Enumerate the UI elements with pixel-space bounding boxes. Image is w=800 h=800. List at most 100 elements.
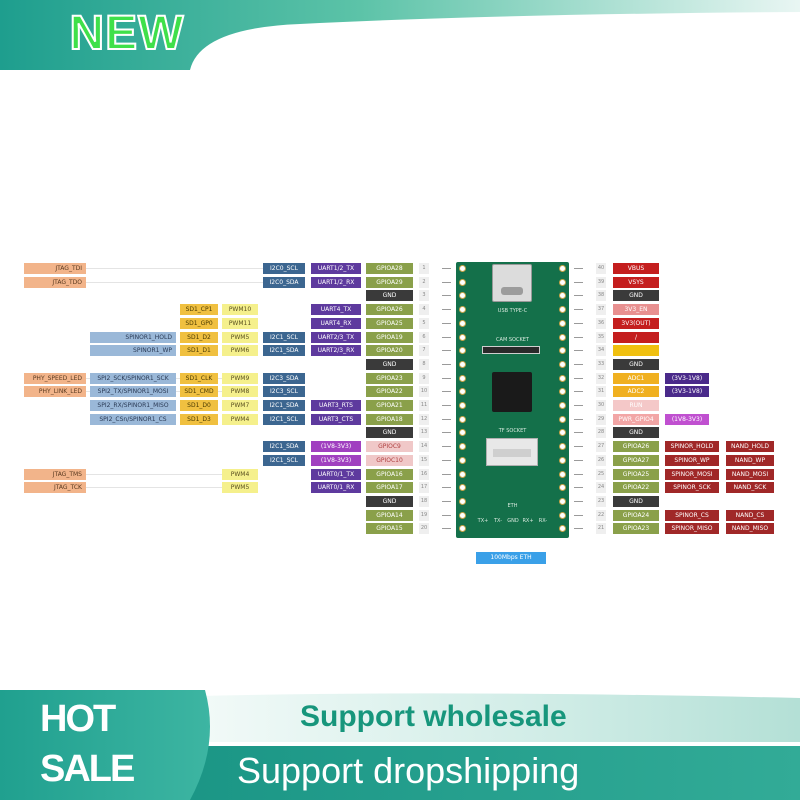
pin-hole — [459, 374, 466, 382]
new-badge: NEW — [69, 6, 185, 61]
pin-tick — [574, 322, 583, 324]
gpio-pin-label: GPIOA25 — [366, 317, 413, 329]
pin-hole — [559, 292, 566, 300]
right-pin-label: GPIOA25 — [613, 468, 659, 480]
pin-tick — [442, 418, 451, 420]
pin-hole — [559, 278, 566, 286]
hot-label: HOT — [40, 698, 116, 740]
pin-tick — [574, 528, 583, 530]
nand-function-label: NAND_CS — [726, 509, 774, 521]
i2c-function-label: I2C1_SDA — [263, 400, 305, 411]
pin-number: 16 — [419, 468, 429, 480]
pin-number: 13 — [419, 427, 429, 439]
right-pin-label: ADC2 — [613, 386, 659, 398]
pin-number: 1 — [419, 263, 429, 274]
pin-tick — [442, 500, 451, 502]
right-pin-label: RUN — [613, 400, 659, 411]
right-pin-label: ADC1 — [613, 372, 659, 384]
nand-function-label: NAND_HOLD — [726, 441, 774, 453]
pin-number: 2 — [419, 276, 429, 288]
pin-number: 33 — [596, 358, 606, 370]
dropshipping-text: Support dropshipping — [237, 750, 580, 791]
pin-tick — [574, 391, 583, 393]
pin-tick — [442, 363, 451, 365]
pin-hole — [459, 402, 466, 409]
pin-hole — [459, 470, 466, 478]
spinor-function-label: SPINOR_HOLD — [665, 441, 719, 453]
pin-tick — [442, 268, 451, 269]
i2c-function-label: I2C0_SCL — [263, 263, 305, 274]
pin-number: 4 — [419, 304, 429, 316]
pin-tick — [574, 487, 583, 489]
pin-tick — [442, 459, 451, 461]
eth-label: ETH — [507, 503, 518, 509]
pin-number: 6 — [419, 331, 429, 343]
board: USB TYPE-C CAM SOCKET TF SOCKET ETH TX+T… — [456, 262, 569, 538]
pin-hole — [559, 347, 566, 355]
sd-function-label: SD1_CMD — [180, 386, 218, 398]
right-pin-label: GND — [613, 495, 659, 507]
sd-function-label: SD1_GP0 — [180, 317, 218, 329]
pin-tick — [574, 405, 583, 406]
pin-number: 3 — [419, 290, 429, 302]
nand-function-label: NAND_MOSI — [726, 468, 774, 480]
pin-hole — [559, 360, 566, 368]
soc-chip — [492, 372, 532, 412]
right-pin-label: GPIOA22 — [613, 482, 659, 494]
spi-function-label: SPINOR1_HOLD — [90, 331, 176, 343]
pin-number: 23 — [596, 495, 606, 507]
right-pin-label: GND — [613, 427, 659, 439]
right-pin-label: GND — [613, 290, 659, 302]
pwm-function-label: PWM6 — [222, 345, 258, 357]
gpio-pin-label: GPIOA21 — [366, 400, 413, 411]
gpio-pin-label: GPIOA16 — [366, 468, 413, 480]
gpio-pin-label: GPIOA26 — [366, 304, 413, 316]
pin-tick — [442, 514, 451, 516]
voltage-range-label: (1V8-3V3) — [311, 454, 361, 466]
pin-tick — [574, 350, 583, 352]
pin-number: 12 — [419, 413, 429, 425]
gnd-pin-label: GND — [366, 495, 413, 507]
spi-function-label: SPI2_RX/SPINOR1_MISO — [90, 400, 176, 411]
pin-number: 31 — [596, 386, 606, 398]
tf-label: TF SOCKET — [498, 428, 527, 434]
uart-function-label: UART0/1_RX — [311, 482, 361, 494]
pin-hole — [559, 333, 566, 341]
bottom-banner — [0, 690, 800, 800]
pin-number: 32 — [596, 372, 606, 384]
pin-hole — [459, 525, 466, 533]
pin-tick — [574, 500, 583, 502]
uart-function-label: UART1/2_TX — [311, 263, 361, 274]
gpio-pin-label: GPIOA15 — [366, 523, 413, 535]
spinor-function-label: SPINOR_MOSI — [665, 468, 719, 480]
pin-number: 17 — [419, 482, 429, 494]
pin-hole — [559, 319, 566, 327]
uart-function-label: UART2/3_TX — [311, 331, 361, 343]
tf-socket — [486, 438, 538, 466]
sd-function-label: SD1_CLK — [180, 372, 218, 384]
eth-badge: 100Mbps ETH — [476, 552, 546, 564]
pin-number: 21 — [596, 523, 606, 535]
cam-label: CAM SOCKET — [496, 337, 529, 343]
pin-number: 40 — [596, 263, 606, 274]
gnd-pin-label: GND — [366, 427, 413, 439]
pin-number: 18 — [419, 495, 429, 507]
i2c-function-label: I2C1_SDA — [263, 345, 305, 357]
pin-number: 36 — [596, 317, 606, 329]
right-pin-label: GPIOA24 — [613, 509, 659, 521]
pin-hole — [559, 456, 566, 464]
gpio-pin-label: GPIOA17 — [366, 482, 413, 494]
pin-tick — [574, 446, 583, 448]
pin-hole — [459, 306, 466, 314]
pin-hole — [559, 415, 566, 423]
pwm-function-label: PWM4 — [222, 413, 258, 425]
right-pin-label: / — [613, 331, 659, 343]
pin-hole — [459, 456, 466, 464]
pin-tick — [442, 309, 451, 311]
right-pin-label: 3V3_EN — [613, 304, 659, 316]
pin-number: 8 — [419, 358, 429, 370]
right-pin-label: PWR_GPIO4 — [613, 413, 659, 425]
far-function-label: JTAG_TMS — [24, 468, 86, 480]
top-banner — [0, 0, 800, 70]
voltage-range-label: (3V3-1V8) — [665, 372, 709, 384]
